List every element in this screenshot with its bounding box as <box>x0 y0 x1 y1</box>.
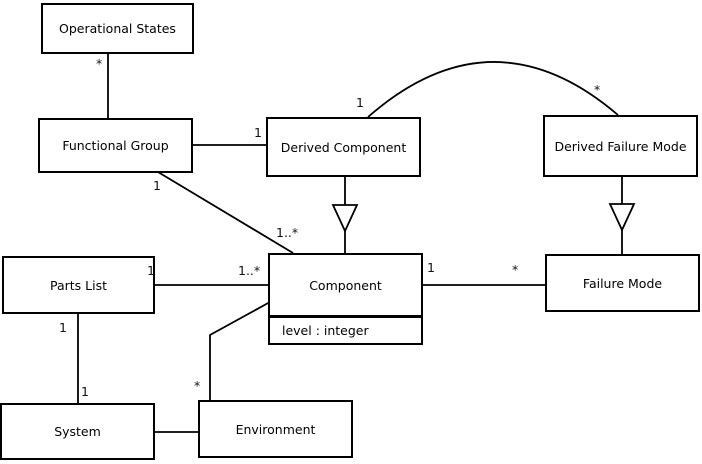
multiplicity-component-many: 1..* <box>276 225 299 240</box>
class-functional-group: Functional Group <box>38 118 193 173</box>
multiplicity-parts-list-system-bottom: 1 <box>81 384 89 399</box>
class-name-label: Derived Failure Mode <box>554 138 687 154</box>
class-name-label: Parts List <box>49 277 107 293</box>
generalization-triangle-icon <box>331 204 359 234</box>
multiplicity-parts-list: 1 <box>147 263 155 278</box>
class-name-label: Environment <box>235 421 316 437</box>
edge-functional-group-component <box>157 171 294 254</box>
class-attribute-label: level : integer <box>282 323 369 338</box>
class-environment: Environment <box>198 400 353 458</box>
class-name-label: Derived Component <box>280 139 407 155</box>
class-failure-mode: Failure Mode <box>545 254 700 312</box>
class-attribute-compartment: level : integer <box>270 318 421 343</box>
edge-derived-component-derived-failure-mode <box>367 61 619 118</box>
multiplicity-arc-derived-failure-mode: * <box>594 82 601 97</box>
multiplicity-failure-mode: * <box>512 262 519 277</box>
class-name-compartment: Component <box>270 255 421 318</box>
generalization-triangle-icon <box>608 203 636 233</box>
multiplicity-operational-states: * <box>96 56 103 71</box>
class-operational-states: Operational States <box>41 3 194 54</box>
class-name-label: Component <box>309 277 382 293</box>
class-system: System <box>0 403 155 460</box>
multiplicity-component-failure: 1 <box>427 260 435 275</box>
multiplicity-component-parts: 1..* <box>238 263 261 278</box>
class-parts-list: Parts List <box>2 256 155 314</box>
class-component: Component level : integer <box>268 253 423 345</box>
class-derived-component: Derived Component <box>266 117 421 177</box>
multiplicity-environment: * <box>194 378 201 393</box>
class-name-label: Functional Group <box>62 138 169 153</box>
class-name-label: Operational States <box>59 21 176 36</box>
edge-component-environment <box>209 301 271 400</box>
multiplicity-arc-derived-component: 1 <box>356 95 364 110</box>
multiplicity-parts-list-system-top: 1 <box>59 320 67 335</box>
class-name-label: System <box>54 424 101 439</box>
class-name-label: Failure Mode <box>582 275 663 291</box>
multiplicity-derived-component: 1 <box>254 125 262 140</box>
class-derived-failure-mode: Derived Failure Mode <box>543 115 698 177</box>
multiplicity-functional-group: 1 <box>153 178 161 193</box>
